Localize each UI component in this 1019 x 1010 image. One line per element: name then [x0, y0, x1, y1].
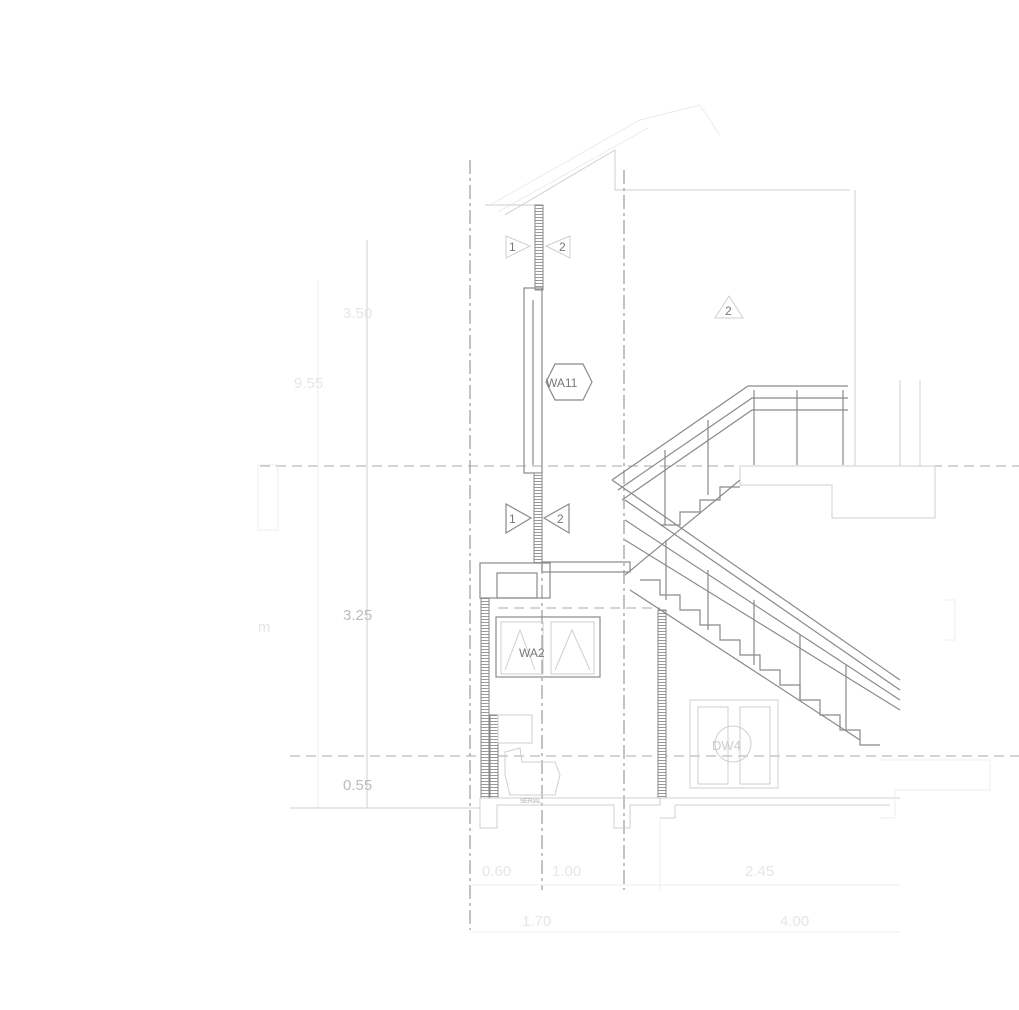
section-marker-label: 1	[509, 512, 516, 526]
section-marker-label: 2	[559, 240, 566, 254]
horizontal-dimensions: 0.60 1.00 2.45 1.70 4.00	[482, 863, 809, 930]
grid-lines	[257, 160, 1019, 933]
roof	[485, 104, 850, 216]
section-marker-label: 2	[557, 512, 564, 526]
window-tag-wa2: WA2	[519, 646, 545, 660]
section-marker-label: 1	[509, 240, 516, 254]
dimension-0-60: 0.60	[482, 863, 511, 880]
partial-label: m	[258, 619, 271, 636]
floor-slab	[479, 561, 631, 599]
section-marker-label: 2	[725, 304, 732, 318]
dimension-1-00: 1.00	[552, 863, 581, 880]
door-dw4: DW4	[689, 699, 779, 789]
dimension-0-55: 0.55	[343, 777, 372, 794]
staircase	[611, 190, 991, 819]
dimension-1-70: 1.70	[522, 913, 551, 930]
vertical-dimensions: 3.50 9.55 3.25 0.55 m	[258, 305, 372, 794]
window-tag-wa11: WA11	[545, 363, 593, 401]
upper-wall	[523, 204, 544, 564]
door-tag-dw4: DW4	[712, 738, 741, 753]
fixture-label: SERIAL	[520, 799, 542, 805]
dimension-3-25: 3.25	[343, 607, 372, 624]
dimension-2-45: 2.45	[745, 863, 774, 880]
window-tag-wa11-label: WA11	[546, 376, 578, 390]
dimension-4-00: 4.00	[780, 913, 809, 930]
dimension-9-55: 9.55	[294, 375, 323, 392]
lower-room	[479, 597, 900, 829]
window-wa2: WA2	[495, 616, 601, 678]
toilet-fixture: SERIAL	[497, 714, 561, 805]
dimension-3-50: 3.50	[343, 305, 372, 322]
section-markers: 1 2 1 2 2	[505, 235, 744, 535]
